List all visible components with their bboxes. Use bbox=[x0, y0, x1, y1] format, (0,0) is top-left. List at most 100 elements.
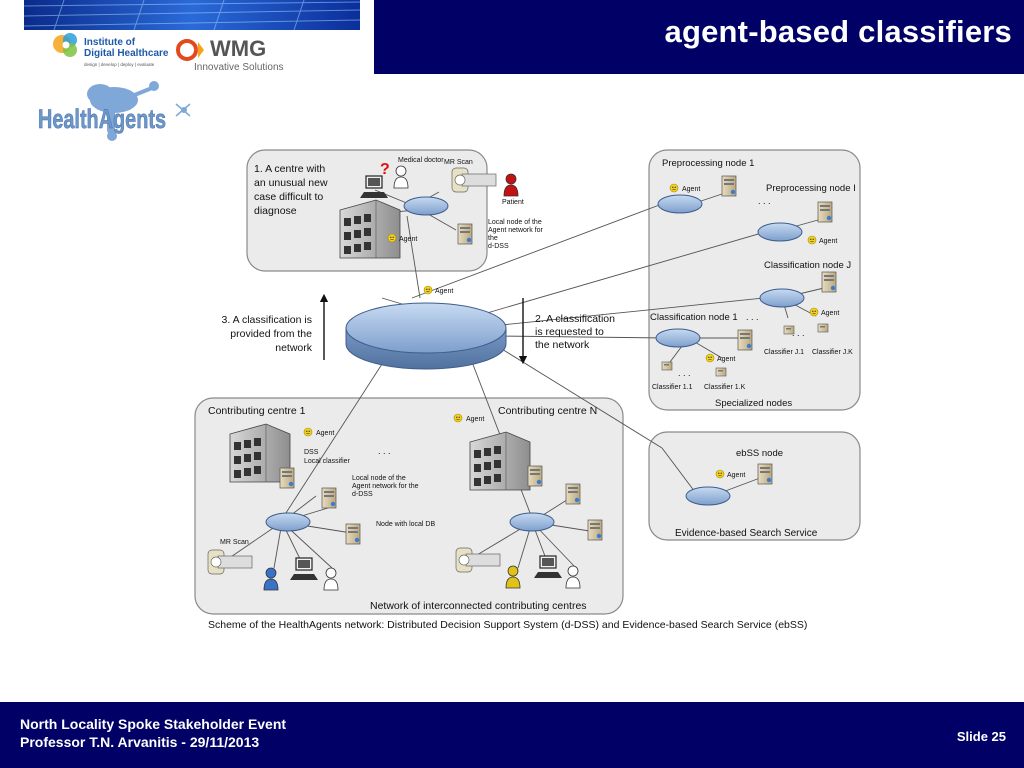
new-case-text-line3: case difficult to bbox=[254, 191, 323, 203]
server-icon bbox=[321, 487, 337, 509]
preprocessing-node-1-label: Preprocessing node 1 bbox=[662, 158, 754, 169]
contrib-local-node-line1: Local node of the bbox=[352, 475, 406, 482]
server-icon bbox=[821, 271, 837, 293]
wmg-tagline: Innovative Solutions bbox=[194, 62, 284, 73]
step3-line3: network bbox=[275, 342, 313, 354]
central-network-disk bbox=[345, 302, 507, 370]
contrib-mr-scan-label: MR Scan bbox=[220, 539, 249, 546]
node-local-db-label: Node with local DB bbox=[376, 521, 435, 528]
classification-node-j-label: Classification node J bbox=[764, 260, 851, 271]
agent-icon bbox=[809, 307, 819, 317]
server-icon bbox=[737, 329, 753, 351]
specialized-nodes-label: Specialized nodes bbox=[715, 398, 792, 409]
hub-disk bbox=[759, 288, 805, 308]
classifier-icon bbox=[783, 325, 795, 335]
agent-label: Agent bbox=[821, 310, 839, 317]
contributing-centre-n-label: Contributing centre N bbox=[498, 405, 597, 417]
agent-icon bbox=[423, 285, 433, 295]
server-icon bbox=[565, 483, 581, 505]
specialized-nodes-region bbox=[648, 149, 861, 411]
local-classifier-label: Local classifier bbox=[304, 458, 351, 465]
ebss-label: Evidence-based Search Service bbox=[675, 528, 818, 539]
step3-line2: provided from the bbox=[230, 328, 312, 340]
agent-label: Agent bbox=[682, 186, 700, 193]
agent-label: Agent bbox=[466, 416, 484, 423]
contributing-centre-1-label: Contributing centre 1 bbox=[208, 405, 306, 417]
agent-icon bbox=[387, 233, 397, 243]
server-icon bbox=[345, 523, 361, 545]
hub-disk bbox=[509, 512, 555, 532]
healthagents-network-diagram: 1. A centre with an unusual new case dif… bbox=[194, 149, 861, 631]
ellipsis: . . . bbox=[746, 312, 759, 322]
dss-label: DSS bbox=[304, 449, 319, 456]
idh-line2: Digital Healthcare bbox=[84, 48, 169, 59]
server-icon bbox=[457, 223, 473, 245]
ebss-region bbox=[648, 431, 861, 541]
server-icon bbox=[817, 201, 833, 223]
title-bar: agent-based classifiers bbox=[374, 0, 1024, 74]
ellipsis: . . . bbox=[378, 446, 391, 456]
hub-disk bbox=[657, 194, 703, 214]
hub-disk bbox=[655, 328, 701, 348]
classifier-j1-label: Classifier J.1 bbox=[764, 349, 804, 356]
slide-title: agent-based classifiers bbox=[664, 14, 1012, 49]
classification-node-1-label: Classification node 1 bbox=[650, 312, 738, 323]
molecule-icon bbox=[87, 81, 191, 141]
classifier-11-label: Classifier 1.1 bbox=[652, 384, 693, 391]
wmg-logo: WMG Innovative Solutions bbox=[176, 36, 284, 73]
ellipsis: . . . bbox=[758, 196, 771, 206]
classifier-icon bbox=[817, 323, 829, 333]
local-node-line1: Local node of the bbox=[488, 219, 542, 226]
classifier-icon bbox=[661, 361, 673, 371]
agent-icon bbox=[669, 183, 679, 193]
preprocessing-node-i-label: Preprocessing node I bbox=[766, 183, 856, 194]
footer-event: North Locality Spoke Stakeholder Event bbox=[20, 716, 287, 732]
contributing-network-label: Network of interconnected contributing c… bbox=[370, 600, 587, 612]
new-case-text-line2: an unusual new bbox=[254, 177, 328, 189]
hub-disk bbox=[265, 512, 311, 532]
patient-label: Patient bbox=[502, 199, 524, 206]
local-node-line2: Agent network for bbox=[488, 227, 544, 234]
classifier-1k-label: Classifier 1.K bbox=[704, 384, 746, 391]
idh-line1: Institute of bbox=[84, 37, 136, 48]
ellipsis: . . . bbox=[792, 328, 805, 338]
hub-disk bbox=[403, 196, 449, 216]
step2-line2: is requested to bbox=[535, 326, 604, 338]
agent-label: Agent bbox=[435, 288, 453, 295]
step2-line1: 2. A classification bbox=[535, 313, 615, 325]
mr-scan-label: MR Scan bbox=[444, 159, 473, 166]
server-icon bbox=[279, 467, 295, 489]
agent-icon bbox=[715, 469, 725, 479]
logo-strip: Institute of Digital Healthcare design |… bbox=[48, 30, 362, 74]
agent-label: Agent bbox=[819, 238, 837, 245]
ebss-node-label: ebSS node bbox=[736, 448, 783, 459]
hub-disk bbox=[685, 486, 731, 506]
server-icon bbox=[757, 463, 773, 485]
ellipsis: . . . bbox=[678, 368, 691, 378]
contrib-local-node-line2: Agent network for the bbox=[352, 483, 419, 490]
agent-label: Agent bbox=[399, 236, 417, 243]
agent-icon bbox=[705, 353, 715, 363]
classifier-icon bbox=[715, 367, 727, 377]
agent-icon bbox=[807, 235, 817, 245]
server-icon bbox=[721, 175, 737, 197]
diagram-caption: Scheme of the HealthAgents network: Dist… bbox=[208, 619, 807, 631]
local-node-line4: d-DSS bbox=[488, 243, 509, 250]
idh-logo: Institute of Digital Healthcare design |… bbox=[53, 33, 169, 67]
classifier-jk-label: Classifier J.K bbox=[812, 349, 853, 356]
slide-number: Slide 25 bbox=[956, 729, 1006, 744]
agent-label: Agent bbox=[717, 356, 735, 363]
agent-label: Agent bbox=[316, 430, 334, 437]
footer-presenter: Professor T.N. Arvanitis - 29/11/2013 bbox=[20, 734, 260, 750]
wmg-name: WMG bbox=[210, 36, 266, 61]
building-icon bbox=[469, 431, 531, 491]
step2-line3: the network bbox=[535, 339, 590, 351]
local-node-line3: the bbox=[488, 235, 498, 242]
header-banner bbox=[24, 0, 360, 30]
medical-doctor-label: Medical doctor bbox=[398, 157, 444, 164]
server-icon bbox=[587, 519, 603, 541]
agent-icon bbox=[453, 413, 463, 423]
agent-icon bbox=[303, 427, 313, 437]
building-icon bbox=[339, 199, 401, 259]
question-mark-icon: ? bbox=[380, 161, 390, 178]
